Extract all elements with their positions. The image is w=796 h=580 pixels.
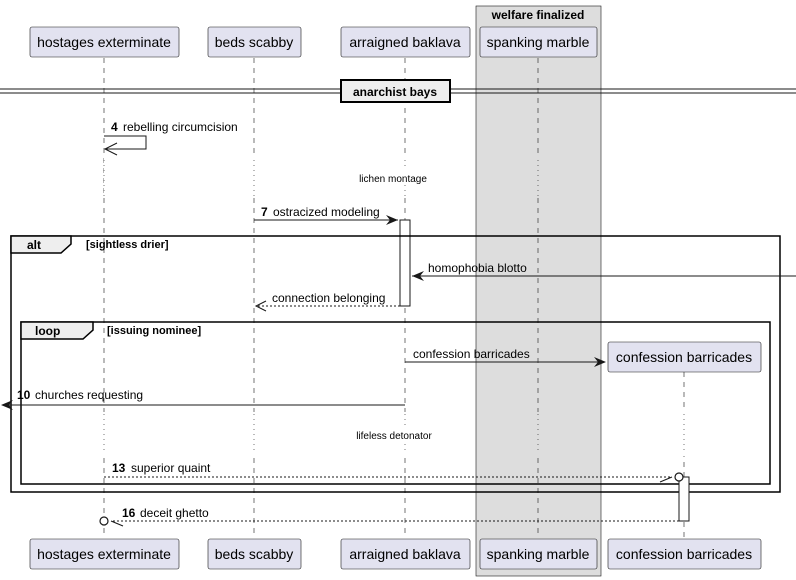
participant-arraigned-baklava-bottom[interactable]: arraigned baklava <box>340 538 471 570</box>
participant-label: arraigned baklava <box>349 34 461 50</box>
participant-beds-scabby-bottom[interactable]: beds scabby <box>207 538 302 570</box>
frame-keyword: alt <box>27 238 41 252</box>
participant-hostages-exterminate-top[interactable]: hostages exterminate <box>29 26 180 58</box>
participant-beds-scabby-top[interactable]: beds scabby <box>207 26 302 58</box>
message-number: 10 <box>17 388 31 402</box>
participant-label: spanking marble <box>487 546 590 562</box>
delay-2: lifeless detonator <box>103 412 686 456</box>
participant-spanking-marble-top[interactable]: spanking marble <box>479 26 598 58</box>
frame-loop: loop [issuing nominee] <box>20 321 771 485</box>
participant-label: hostages exterminate <box>37 34 171 50</box>
message-16: 16 deceit ghetto <box>99 506 679 527</box>
activation-arraigned-baklava <box>399 219 411 307</box>
frame-condition: [issuing nominee] <box>107 325 201 337</box>
message-text: homophobia blotto <box>428 261 527 275</box>
frame-keyword: loop <box>35 324 60 338</box>
message-7: 7 ostracized modeling <box>254 205 398 225</box>
delay-label: lichen montage <box>359 174 427 185</box>
divider-label: anarchist bays <box>353 85 437 99</box>
message-text: connection belonging <box>272 291 385 305</box>
message-10: 10 churches requesting <box>1 388 405 410</box>
message-number: 13 <box>112 461 126 475</box>
participant-label: confession barricades <box>616 546 752 562</box>
message-number: 7 <box>261 205 268 219</box>
participant-label: beds scabby <box>215 546 294 562</box>
box-welfare-finalized <box>475 5 602 577</box>
message-number: 4 <box>111 120 118 134</box>
participant-label: arraigned baklava <box>349 546 461 562</box>
message-homophobia-blotto: homophobia blotto <box>412 261 796 281</box>
participant-label: spanking marble <box>487 34 590 50</box>
message-text: churches requesting <box>35 388 143 402</box>
frame-alt: alt [sightless drier] <box>10 235 781 493</box>
message-number: 16 <box>122 506 136 520</box>
message-4: 4 rebelling circumcision <box>103 120 238 156</box>
message-text: confession barricades <box>413 347 530 361</box>
message-text: ostracized modeling <box>273 205 380 219</box>
participant-label: beds scabby <box>215 34 294 50</box>
message-text: rebelling circumcision <box>123 120 238 134</box>
message-text: superior quaint <box>131 461 211 475</box>
participant-spanking-marble-bottom[interactable]: spanking marble <box>479 538 598 570</box>
frame-condition: [sightless drier] <box>86 239 169 251</box>
participant-label: hostages exterminate <box>37 546 171 562</box>
delay-1: lichen montage <box>103 158 539 198</box>
participant-arraigned-baklava-top[interactable]: arraigned baklava <box>340 26 471 58</box>
message-13: 13 superior quaint <box>104 461 684 483</box>
participant-confession-barricades-bottom[interactable]: confession barricades <box>607 538 762 570</box>
divider-anarchist-bays: anarchist bays <box>0 79 796 103</box>
message-confession-barricades: confession barricades <box>405 347 606 367</box>
message-text: deceit ghetto <box>140 506 209 520</box>
box-title: welfare finalized <box>491 8 585 22</box>
activation-confession-barricades <box>678 476 690 522</box>
message-connection-belonging: connection belonging <box>254 291 400 312</box>
participant-hostages-exterminate-bottom[interactable]: hostages exterminate <box>29 538 180 570</box>
delay-label: lifeless detonator <box>356 431 432 442</box>
participant-label: confession barricades <box>616 349 752 365</box>
participant-confession-barricades-created[interactable]: confession barricades <box>607 341 762 373</box>
